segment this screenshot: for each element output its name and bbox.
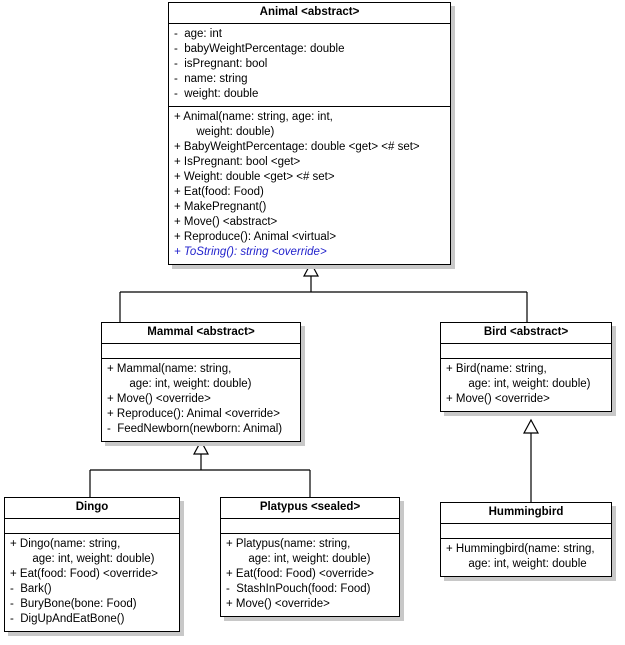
operations-compartment-mammal: + Mammal(name: string, age: int, weight:…	[102, 359, 300, 441]
generalization-animal	[119, 275, 528, 322]
operation-item: + Weight: double <get> <# set>	[174, 171, 335, 183]
arrowhead-mammal	[192, 439, 210, 455]
operations-compartment-hummingbird: + Hummingbird(name: string, age: int, we…	[441, 539, 611, 576]
operation-item-cont: age: int, weight: double	[446, 558, 587, 570]
class-name-dingo: Dingo	[5, 498, 179, 519]
operation-item: + Move() <override>	[107, 393, 211, 405]
operation-item: + Eat(food: Food) <override>	[226, 568, 374, 580]
operation-item-cont: age: int, weight: double)	[446, 378, 591, 390]
operation-item: + Move() <override>	[226, 598, 330, 610]
operation-item: - BuryBone(bone: Food)	[10, 598, 137, 610]
class-name-hummingbird: Hummingbird	[441, 503, 611, 524]
class-box-hummingbird[interactable]: Hummingbird + Hummingbird(name: string, …	[440, 502, 612, 577]
operations-compartment-platypus: + Platypus(name: string, age: int, weigh…	[221, 534, 399, 616]
attributes-compartment-animal: - age: int - babyWeightPercentage: doubl…	[169, 24, 450, 107]
class-box-bird[interactable]: Bird <abstract> + Bird(name: string, age…	[440, 322, 612, 412]
attribute-item: - babyWeightPercentage: double	[174, 43, 345, 55]
operation-item-cont: age: int, weight: double)	[10, 553, 155, 565]
class-name-mammal: Mammal <abstract>	[102, 323, 300, 344]
class-box-animal[interactable]: Animal <abstract> - age: int - babyWeigh…	[168, 2, 451, 265]
operation-item: + Reproduce(): Animal <override>	[107, 408, 280, 420]
operation-item: + Reproduce(): Animal <virtual>	[174, 231, 337, 243]
operation-item: + Mammal(name: string,	[107, 363, 232, 375]
operation-item-cont: age: int, weight: double)	[226, 553, 371, 565]
operation-item: + IsPregnant: bool <get>	[174, 156, 301, 168]
operation-item: - FeedNewborn(newborn: Animal)	[107, 423, 283, 435]
operations-compartment-dingo: + Dingo(name: string, age: int, weight: …	[5, 534, 179, 631]
attributes-compartment-platypus	[221, 519, 399, 534]
operation-item-cont: weight: double)	[174, 126, 275, 138]
operation-item: + Platypus(name: string,	[226, 538, 351, 550]
operation-item: + Eat(food: Food)	[174, 186, 264, 198]
operation-item: + Move() <override>	[446, 393, 550, 405]
class-box-dingo[interactable]: Dingo + Dingo(name: string, age: int, we…	[4, 497, 180, 632]
attributes-compartment-mammal	[102, 344, 300, 359]
operation-item: + Dingo(name: string,	[10, 538, 121, 550]
class-box-platypus[interactable]: Platypus <sealed> + Platypus(name: strin…	[220, 497, 400, 617]
attribute-item: - weight: double	[174, 88, 259, 100]
operation-item: + Animal(name: string, age: int,	[174, 111, 333, 123]
attributes-compartment-bird	[441, 344, 611, 359]
class-box-mammal[interactable]: Mammal <abstract> + Mammal(name: string,…	[101, 322, 301, 442]
operation-item: + Move() <abstract>	[174, 216, 278, 228]
operation-item-override: + ToString(): string <override>	[174, 246, 327, 258]
class-name-platypus: Platypus <sealed>	[221, 498, 399, 519]
operation-item: + Hummingbird(name: string,	[446, 543, 595, 555]
attribute-item: - name: string	[174, 73, 248, 85]
operation-item: - Bark()	[10, 583, 52, 595]
operations-compartment-bird: + Bird(name: string, age: int, weight: d…	[441, 359, 611, 411]
class-name-animal: Animal <abstract>	[169, 3, 450, 24]
operation-item: + MakePregnant()	[174, 201, 267, 213]
arrowhead-bird	[522, 418, 540, 434]
class-name-bird: Bird <abstract>	[441, 323, 611, 344]
operation-item-cont: age: int, weight: double)	[107, 378, 252, 390]
operation-item: - StashInPouch(food: Food)	[226, 583, 371, 595]
attribute-item: - isPregnant: bool	[174, 58, 268, 70]
operation-item: + Bird(name: string,	[446, 363, 547, 375]
attributes-compartment-dingo	[5, 519, 179, 534]
operations-compartment-animal: + Animal(name: string, age: int, weight:…	[169, 107, 450, 264]
operation-item: - DigUpAndEatBone()	[10, 613, 125, 625]
attribute-item: - age: int	[174, 28, 222, 40]
operation-item: + Eat(food: Food) <override>	[10, 568, 158, 580]
operation-item: + BabyWeightPercentage: double <get> <# …	[174, 141, 420, 153]
attributes-compartment-hummingbird	[441, 524, 611, 539]
generalization-mammal	[89, 453, 311, 497]
